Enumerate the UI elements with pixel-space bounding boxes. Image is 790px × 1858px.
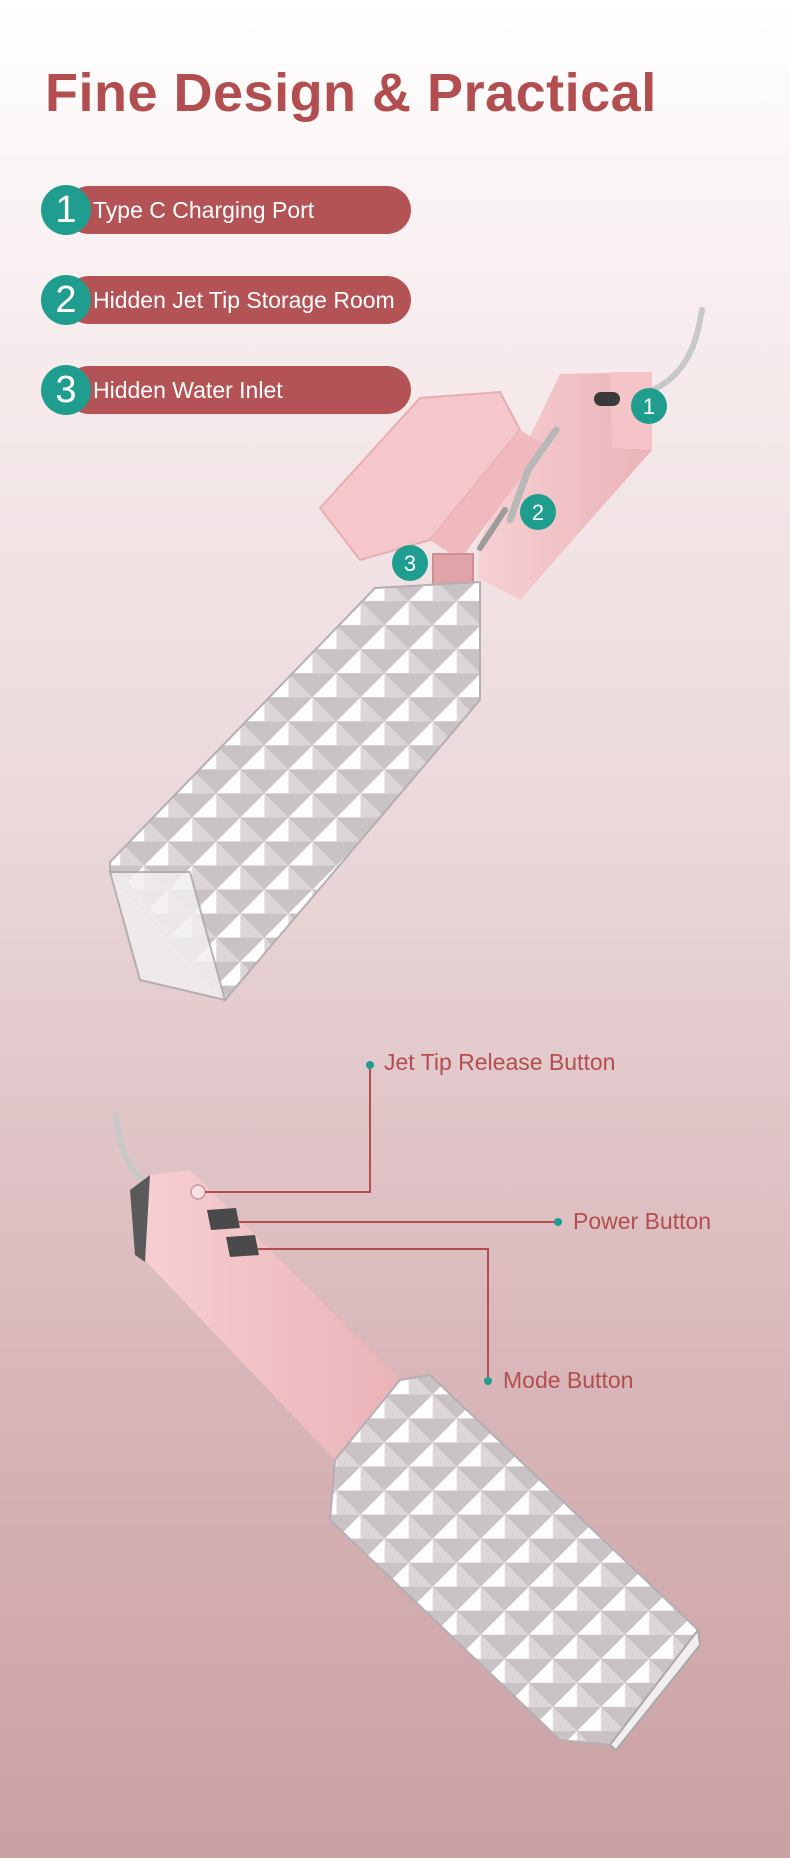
svg-text:3: 3 — [404, 551, 416, 576]
marker-1: 1 — [631, 388, 667, 424]
feature-pill — [65, 276, 411, 324]
feature-number-badge: 2 — [41, 275, 91, 325]
jet-tip-release-button[interactable] — [190, 1184, 206, 1200]
feature-charging-port: 1 Type C Charging Port — [41, 185, 411, 235]
mode-button[interactable] — [226, 1235, 259, 1257]
callout-jet-tip-label: Jet Tip Release Button — [384, 1049, 616, 1075]
stored-jet-tip — [506, 426, 560, 524]
feature-label: Hidden Water Inlet — [93, 377, 283, 403]
callout-mode-line — [258, 1248, 492, 1385]
handle-base — [108, 871, 227, 1002]
device-head — [478, 372, 652, 600]
feature-label: Hidden Jet Tip Storage Room — [93, 287, 395, 313]
crystal-handle — [328, 1373, 700, 1747]
storage-lid-edge — [430, 430, 545, 560]
svg-text:1: 1 — [643, 394, 655, 419]
callout-jet-tip-line — [205, 1061, 374, 1193]
feature-pill — [65, 366, 411, 414]
charging-port — [594, 392, 620, 406]
svg-text:2: 2 — [532, 500, 544, 525]
marker-2: 2 — [520, 494, 556, 530]
feature-pill — [65, 186, 411, 234]
device-body — [130, 1170, 400, 1460]
handle-base — [608, 1627, 702, 1752]
feature-number-badge: 3 — [41, 365, 91, 415]
device-top — [108, 307, 705, 1002]
device-bottom — [113, 1112, 702, 1752]
callout-power-label: Power Button — [573, 1208, 712, 1234]
callout-power-line — [238, 1218, 562, 1226]
feature-number-badge: 1 — [41, 185, 91, 235]
power-button[interactable] — [207, 1208, 240, 1230]
marker-3: 3 — [392, 545, 428, 581]
feature-water-inlet: 3 Hidden Water Inlet — [41, 365, 411, 415]
page-title: Fine Design & Practical — [45, 63, 657, 123]
callout-mode-label: Mode Button — [503, 1367, 634, 1393]
feature-label: Type C Charging Port — [93, 197, 315, 223]
feature-jet-tip-storage: 2 Hidden Jet Tip Storage Room — [41, 275, 411, 325]
